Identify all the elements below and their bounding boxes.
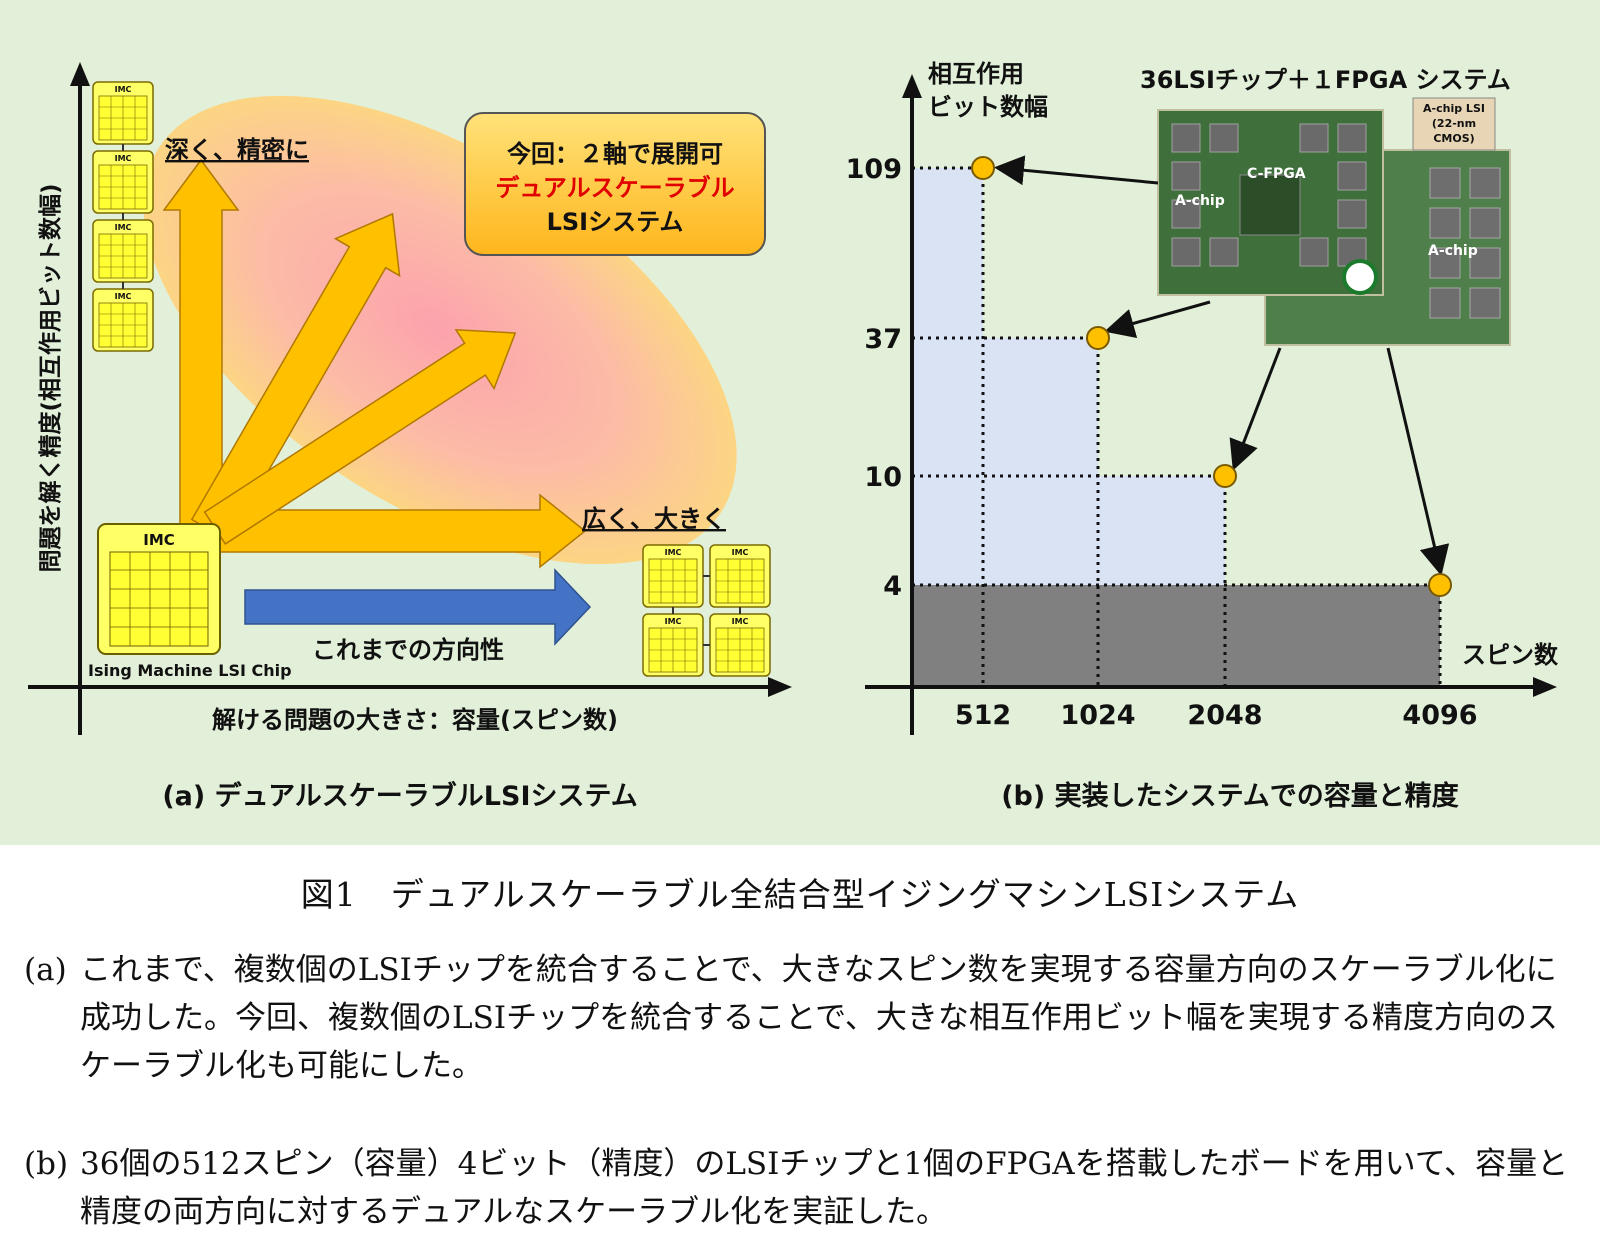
data-point: [1428, 573, 1452, 597]
label-wide-large: 広く、大きく: [582, 505, 726, 533]
paragraph-a-text: これまで、複数個のLSIチップを統合することで、大きなスピン数を実現する容量方向…: [80, 952, 1558, 1084]
arrow-diagonal-shallow: [203, 328, 517, 545]
right-x-axis-arrowhead: [1533, 677, 1557, 697]
svg-text:IMC: IMC: [665, 617, 682, 626]
label-deep-precise: 深く、精密に: [165, 136, 309, 164]
pointer-arrow-4: [1386, 347, 1450, 576]
svg-text:IMC: IMC: [665, 548, 682, 557]
figure-caption: 図1 デュアルスケーラブル全結合型イジングマシンLSIシステム: [300, 875, 1300, 914]
svg-text:IMC: IMC: [115, 85, 132, 94]
left-x-axis-label: 解ける問題の大きさ：容量(スピン数): [212, 706, 618, 734]
chart-points: [971, 156, 1452, 597]
left-x-axis-arrowhead: [768, 677, 792, 697]
pointer-arrow-109: [994, 155, 1159, 186]
arrow-right: [211, 493, 587, 569]
y-tick-label: 10: [864, 462, 902, 493]
svg-text:デュアルスケーラブル: デュアルスケーラブル: [495, 174, 734, 202]
svg-text:IMC: IMC: [732, 617, 749, 626]
stacked-chips-grid: IMC IMC IMC IMC: [642, 544, 771, 677]
svg-text:(22-nm: (22-nm: [1432, 117, 1476, 130]
y-tick-label: 37: [864, 324, 902, 355]
scalability-ellipse: [143, 95, 737, 565]
pointer-arrow-10: [1229, 347, 1282, 471]
svg-text:今回：２軸で展開可: 今回：２軸で展開可: [507, 140, 723, 168]
callout-box: 今回：２軸で展開可 デュアルスケーラブル LSIシステム: [464, 112, 766, 256]
svg-text:CMOS): CMOS): [1433, 132, 1474, 145]
data-point: [1086, 326, 1110, 350]
arrow-past-direction: [244, 568, 592, 646]
svg-text:IMC: IMC: [143, 531, 175, 549]
svg-text:LSIシステム: LSIシステム: [547, 208, 684, 236]
chart-regions: [912, 168, 1440, 687]
paragraph-a-tag: (a): [24, 952, 67, 988]
left-panel-caption: (a) デュアルスケーラブルLSIシステム: [162, 780, 637, 812]
svg-text:IMC: IMC: [115, 292, 132, 301]
x-tick-label: 4096: [1402, 700, 1477, 731]
svg-text:IMC: IMC: [115, 154, 132, 163]
svg-text:A-chip: A-chip: [1428, 243, 1478, 259]
panel-a: IMC IMC IMC IMC IMC IMC IMC IMC IMC Isin…: [28, 62, 792, 812]
left-y-axis-label: 問題を解く精度(相互作用ビット数幅): [37, 183, 64, 572]
data-point: [971, 156, 995, 180]
x-tick-label: 2048: [1187, 700, 1262, 731]
right-y-axis-arrowhead: [902, 74, 922, 98]
y-tick-label: 109: [846, 154, 902, 185]
paragraph-b-tag: (b): [24, 1146, 69, 1182]
svg-text:IMC: IMC: [732, 548, 749, 557]
paragraph-b: (b) 36個の512スピン（容量）4ビット（精度）のLSIチップと1個のFPG…: [24, 1140, 1584, 1236]
stacked-chips-vertical: IMC IMC IMC IMC: [92, 81, 154, 352]
chip-caption: Ising Machine LSI Chip: [88, 661, 292, 680]
figure-panel: IMC IMC IMC IMC IMC IMC IMC IMC IMC Isin…: [0, 0, 1600, 845]
right-x-axis-label: スピン数: [1462, 641, 1559, 669]
ising-machine-chip: IMC: [97, 523, 221, 655]
pointer-arrow-37: [1104, 300, 1211, 338]
left-y-axis-arrowhead: [70, 62, 90, 86]
chart-gridlines: [912, 166, 1442, 687]
svg-text:IMC: IMC: [115, 223, 132, 232]
right-panel-caption: (b) 実装したシステムでの容量と精度: [1001, 780, 1459, 812]
x-tick-label: 512: [955, 700, 1011, 731]
right-y-axis-label-line2: ビット数幅: [928, 93, 1048, 121]
svg-text:A-chip: A-chip: [1175, 193, 1225, 209]
figure-svg: IMC IMC IMC IMC IMC IMC IMC IMC IMC Isin…: [28, 60, 1559, 812]
y-tick-label: 4: [883, 571, 902, 602]
x-tick-label: 1024: [1060, 700, 1135, 731]
photo-title: 36LSIチップ＋１FPGA システム: [1140, 66, 1511, 94]
paragraph-b-text: 36個の512スピン（容量）4ビット（精度）のLSIチップと1個のFPGAを搭載…: [80, 1146, 1569, 1230]
data-point: [1213, 464, 1237, 488]
paragraph-a: (a) これまで、複数個のLSIチップを統合することで、大きなスピン数を実現する…: [24, 946, 1584, 1090]
svg-text:A-chip LSI: A-chip LSI: [1423, 102, 1485, 115]
base-region: [912, 585, 1440, 687]
svg-text:C-FPGA: C-FPGA: [1247, 166, 1306, 182]
system-board-photo: C-FPGA A-chip A-chip A-chip LSI (22-nm C…: [1157, 97, 1511, 346]
right-y-axis-label-line1: 相互作用: [928, 60, 1024, 88]
chart-ticks: 512 1024 2048 4096 4 10 37 109: [846, 154, 1478, 731]
label-past-direction: これまでの方向性: [312, 636, 504, 664]
